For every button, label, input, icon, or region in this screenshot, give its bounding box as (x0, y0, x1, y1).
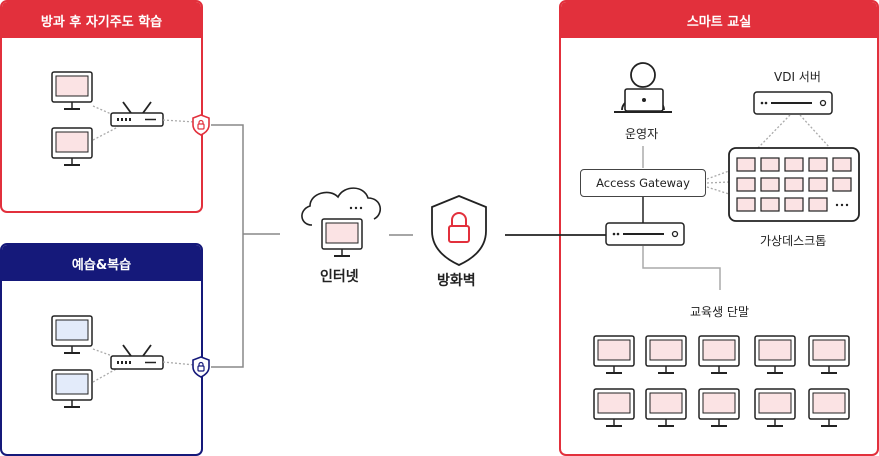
review-title: 예습&복습 (2, 245, 201, 281)
shield-icon (192, 114, 210, 136)
firewall-icon (431, 195, 487, 266)
self-study-panel: 방과 후 자기주도 학습 (0, 0, 203, 213)
vdi-server-icon (753, 91, 833, 115)
review-panel: 예습&복습 (0, 243, 203, 456)
student-terminals-label: 교육생 단말 (690, 305, 750, 319)
firewall-label: 방화벽 (437, 273, 476, 289)
virtual-desktop-cluster-icon (728, 147, 860, 222)
pc-monitor-icon (51, 315, 93, 354)
student-terminals-group (593, 335, 850, 427)
router-icon (110, 101, 164, 127)
virtual-desktop-label: 가상데스크톱 (760, 234, 827, 248)
server-icon (605, 222, 685, 246)
cloud-icon (301, 187, 381, 257)
smart-classroom-title: 스마트 교실 (561, 2, 877, 38)
operator-label: 운영자 (625, 127, 659, 141)
pc-monitor-icon (51, 71, 93, 110)
pc-monitor-icon (51, 369, 93, 408)
vdi-server-label: VDI 서버 (774, 70, 821, 84)
shield-icon (192, 356, 210, 378)
smart-classroom-panel: 스마트 교실 (559, 0, 879, 456)
internet-label: 인터넷 (320, 269, 359, 285)
pc-monitor-icon (51, 127, 93, 166)
operator-icon (614, 62, 672, 113)
self-study-title: 방과 후 자기주도 학습 (2, 2, 201, 38)
router-icon (110, 344, 164, 370)
access-gateway-box: Access Gateway (580, 169, 706, 197)
